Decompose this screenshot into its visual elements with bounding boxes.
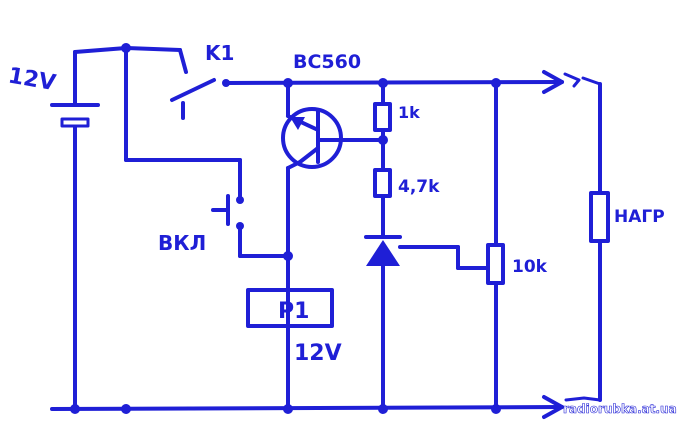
top-left-wires <box>73 46 242 198</box>
load-terminal-bottom <box>564 396 602 402</box>
switch-k1 <box>170 78 230 120</box>
label-pot-10k: 10k <box>512 257 548 277</box>
load-arrow-top <box>542 70 564 94</box>
junction-dots <box>70 43 501 414</box>
load-arrow-bottom <box>542 395 564 419</box>
label-relay: P1 <box>278 299 309 324</box>
button-on <box>211 194 290 258</box>
load-terminal-top <box>563 72 602 88</box>
resistor-4k7 <box>373 168 392 198</box>
battery <box>50 50 100 411</box>
zener-triangle <box>366 240 400 266</box>
label-transistor: BC560 <box>293 51 361 73</box>
label-load: НАГР <box>614 207 665 227</box>
resistor-1k <box>373 102 392 132</box>
label-button-on: ВКЛ <box>158 231 206 255</box>
potentiometer-10k <box>486 81 505 411</box>
bottom-rail <box>50 405 564 411</box>
label-relay-voltage: 12V <box>294 341 342 366</box>
label-resistor-1k: 1k <box>398 103 420 122</box>
transistor-bc560 <box>281 81 385 411</box>
watermark: radiorubka.at.ua <box>563 402 677 416</box>
top-rail <box>224 80 564 85</box>
label-switch-k1: K1 <box>205 41 234 65</box>
divider-column <box>364 81 490 411</box>
load-element <box>589 191 610 243</box>
label-resistor-4k7: 4,7k <box>398 177 440 197</box>
relay-p1 <box>246 288 334 328</box>
label-battery-voltage: 12V <box>6 63 57 96</box>
